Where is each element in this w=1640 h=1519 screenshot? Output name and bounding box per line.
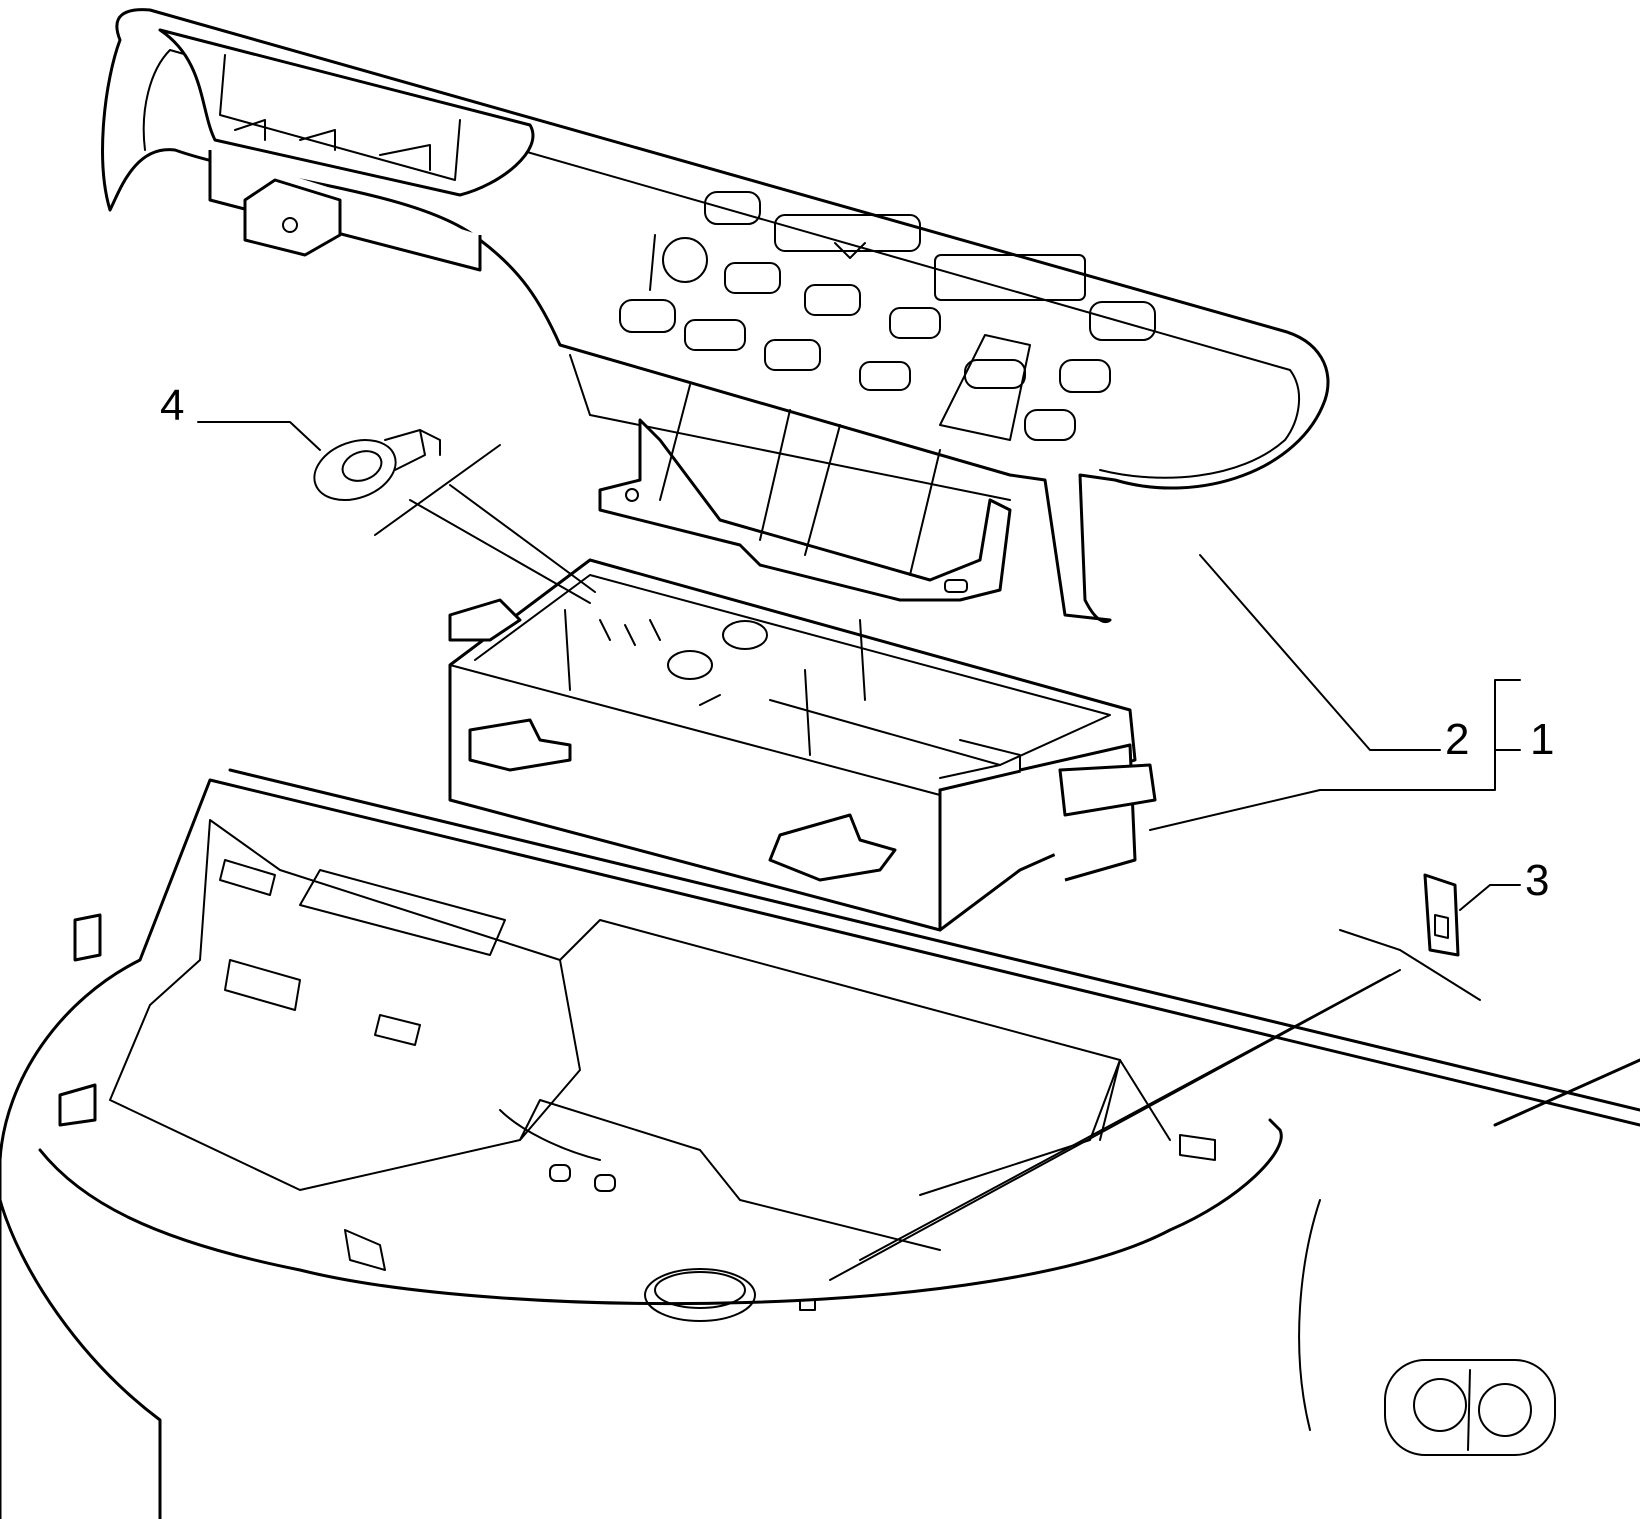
roof-trim-panel — [0, 768, 1640, 1519]
clip-part-3 — [1423, 873, 1460, 957]
callout-1: 1 — [1530, 715, 1554, 764]
reading-lamp-switches — [1384, 1359, 1556, 1456]
callout-4: 4 — [160, 381, 184, 430]
cover-button-grid — [619, 191, 1156, 441]
bulb-part-4 — [313, 429, 441, 501]
callout-3: 3 — [1525, 856, 1549, 905]
callout-2: 2 — [1445, 715, 1469, 764]
console-cover — [101, 8, 1330, 624]
lamp-housing — [448, 558, 1157, 932]
leader-lines — [197, 421, 1521, 1281]
